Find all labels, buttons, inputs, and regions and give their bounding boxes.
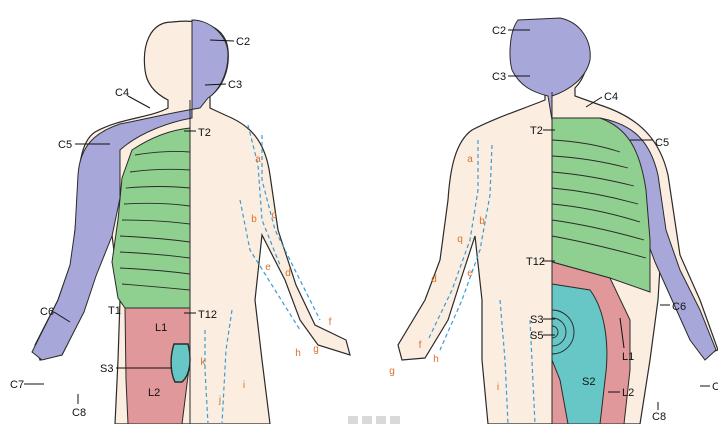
back-nerve-label-q: q [457, 234, 463, 245]
front-figure [32, 20, 350, 424]
back-segment-label-c2: C2 [492, 25, 506, 37]
back-segment-label-c5: C5 [655, 137, 669, 149]
front-segment-label-c7: C7 [10, 379, 24, 391]
front-nerve-label-g: g [313, 344, 319, 355]
front-nerve-label-h: h [295, 348, 301, 359]
back-segment-label-l1: L1 [622, 351, 634, 363]
front-segment-label-t12: T12 [198, 309, 217, 321]
front-leader-c4 [128, 96, 150, 108]
back-segment-label-c8: C8 [652, 411, 666, 423]
back-segment-label-c6: C6 [672, 301, 686, 313]
front-nerve-label-e: e [265, 262, 271, 273]
watermark [348, 416, 400, 424]
back-nerve-label-h: h [433, 354, 439, 365]
front-segment-label-c3: C3 [228, 79, 242, 91]
back-segment-label-s5: S5 [530, 330, 543, 342]
front-segment-label-c8: C8 [72, 407, 86, 419]
front-segment-label-c4: C4 [115, 87, 129, 99]
front-nerve-label-c: c [272, 210, 277, 221]
back-nerve-label-d: d [431, 274, 437, 285]
back-nerve-label-a: a [467, 154, 473, 165]
front-segment-label-c6: C6 [40, 306, 54, 318]
front-nerve-label-d: d [285, 268, 291, 279]
back-segment-label-t2: T2 [530, 125, 543, 137]
front-nerve-label-f: f [329, 317, 332, 328]
back-segment-label-c3: C3 [492, 71, 506, 83]
back-segment-label-c: C [712, 381, 718, 393]
front-segment-label-t2: T2 [198, 127, 211, 139]
front-segment-label-l2: L2 [148, 387, 160, 399]
front-nerve-label-b: b [251, 214, 257, 225]
front-nerve-label-j: j [218, 395, 221, 406]
back-nerve-label-e: e [467, 268, 473, 279]
back-segment-label-s2: S2 [582, 376, 595, 388]
back-figure [398, 18, 718, 424]
front-segment-label-l1: L1 [155, 322, 167, 334]
front-segment-label-s3: S3 [100, 363, 113, 375]
front-segment-label-c2: C2 [236, 36, 250, 48]
back-nerve-label-b: b [479, 216, 485, 227]
front-nerve-label-i: i [243, 380, 245, 391]
front-region-s [171, 344, 190, 382]
front-segment-label-t1: T1 [108, 305, 121, 317]
back-segment-label-s3: S3 [530, 314, 543, 326]
front-nerve-label-a: a [255, 154, 261, 165]
back-segment-label-t12: T12 [526, 256, 545, 268]
back-segment-label-l2: L2 [622, 387, 634, 399]
back-segment-label-c4: C4 [604, 91, 618, 103]
back-nerve-label-g: g [389, 366, 395, 377]
back-nerve-label-i: i [497, 382, 499, 393]
back-nerve-label-f: f [419, 340, 422, 351]
front-segment-label-c5: C5 [58, 139, 72, 151]
